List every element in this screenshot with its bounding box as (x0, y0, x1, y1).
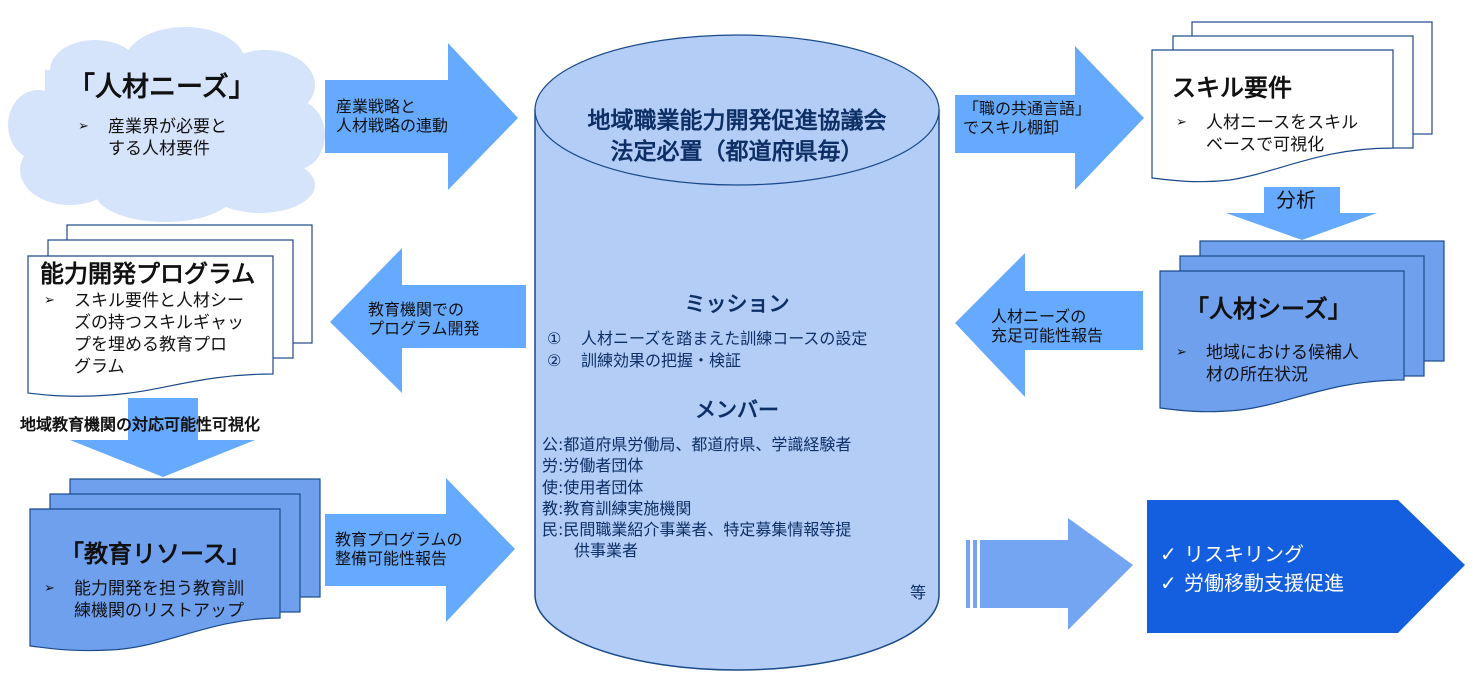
check-icon: ✓ (1160, 571, 1177, 595)
visualize-arrow (70, 398, 255, 477)
council-title: 地域職業能力開発促進協議会法定必置（都道府県毎） (587, 108, 887, 166)
analysis-label: 分析 (1276, 188, 1316, 212)
arrow-skill-inventory (955, 46, 1144, 190)
check-icon: ✓ (1160, 542, 1177, 566)
outcome-box (1147, 500, 1465, 633)
member-item: 労:労働者団体 (542, 456, 644, 476)
mission-heading: ミッション (684, 292, 790, 316)
member-item: 公:都道府県労働局、都道府県、学識経験者 (542, 435, 852, 454)
member-item: 教:教育訓練実施機関 (542, 498, 692, 518)
bullet-arrow-icon: ➢ (1176, 115, 1187, 130)
member-heading: メンバー (695, 398, 779, 422)
member-list: 公:都道府県労働局、都道府県、学識経験者 労:労働者団体 使:使用者団体 教:教… (542, 434, 851, 562)
arrow-fulfillment-report (955, 253, 1143, 397)
talent-seeds-doc-stack (1159, 240, 1445, 413)
program-doc-title: 能力開発プログラム (40, 260, 256, 288)
skill-doc-bullet: ➢人材ニースをスキルベースで可視化 (1176, 113, 1359, 156)
outcome-arrow (966, 518, 1133, 630)
etc-label: 等 (910, 583, 927, 602)
program-doc-bullet: ➢スキル要件と人材シーズの持つスキルギャップを埋める教育プログラム (44, 291, 244, 378)
seeds-doc-title: 「人材シーズ」 (1185, 295, 1352, 323)
education-resource-doc-stack (29, 478, 321, 652)
visualize-label: 地域教育機関の対応可能性可視化 (20, 415, 261, 434)
analysis-arrow (1226, 187, 1377, 240)
arrow-program-development (330, 248, 526, 393)
program-doc-stack (27, 224, 313, 397)
arrow-program-development-label: 教育機関でのプログラム開発 (368, 300, 480, 339)
resource-doc-bullet: ➢能力開発を担う教育訓練機関のリストアップ (44, 579, 244, 622)
outcome-item: ✓労働移動支援促進 (1160, 569, 1344, 598)
seeds-doc-bullet: ➢地域における候補人材の所在状況 (1176, 343, 1359, 386)
member-item: 民:民間職業紹介事業者、特定募集情報等提 (542, 520, 852, 540)
cloud-shape (8, 27, 325, 222)
cloud-title: 「人材ニーズ」 (68, 72, 256, 103)
arrow-program-readiness-report (325, 478, 515, 622)
bullet-arrow-icon: ➢ (1176, 345, 1187, 360)
outcome-list: ✓リスキリング ✓労働移動支援促進 (1160, 540, 1344, 598)
bullet-arrow-icon: ➢ (44, 581, 55, 596)
bullet-arrow-icon: ➢ (78, 119, 89, 134)
resource-doc-title: 「教育リソース」 (60, 540, 251, 568)
cloud-bullet: ➢産業界が必要とする人材要件 (78, 117, 227, 160)
arrow-skill-inventory-label: 「職の共通言語」でスキル棚卸 (963, 99, 1092, 138)
council-cylinder (534, 34, 940, 671)
member-item: 使:使用者団体 (542, 477, 644, 497)
skill-doc-title: スキル要件 (1172, 74, 1292, 102)
arrow-industry-strategy-label: 産業戦略と人材戦略の連動 (336, 97, 449, 136)
skill-requirements-doc-stack (1151, 21, 1433, 183)
arrow-industry-strategy (325, 43, 518, 190)
outcome-item: ✓リスキリング (1160, 540, 1344, 569)
arrow-program-readiness-label: 教育プログラムの整備可能性報告 (335, 530, 463, 569)
member-item-continuation: 供事業者 (574, 541, 639, 561)
bullet-arrow-icon: ➢ (44, 293, 55, 308)
arrow-fulfillment-report-label: 人材ニーズの充足可能性報告 (991, 307, 1104, 346)
